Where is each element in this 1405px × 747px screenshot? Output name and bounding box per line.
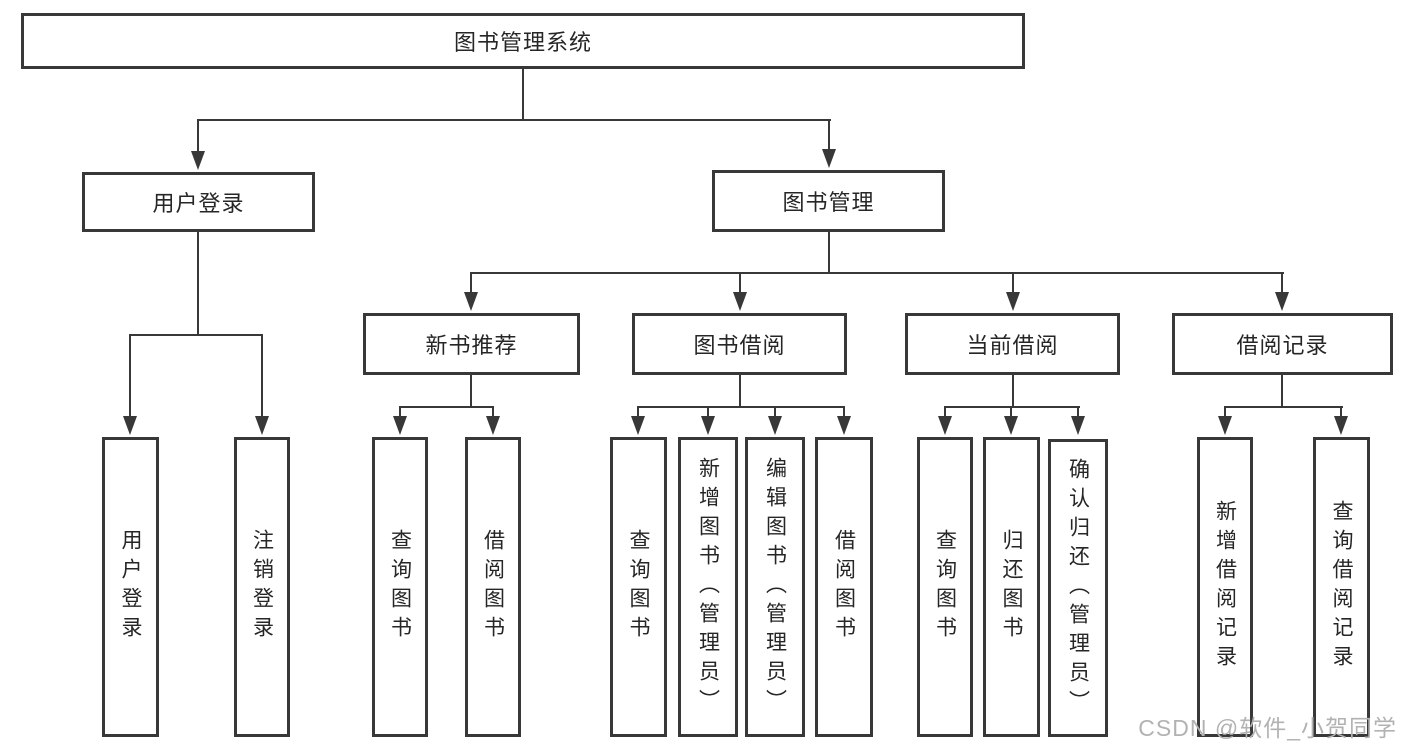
arrow-down-icon [393,416,407,435]
node-library-management-system: 图书管理系统 [21,13,1025,69]
arrow-down-icon [255,416,269,435]
connector-line [637,406,639,418]
node-user-login-group: 用户登录 [82,172,315,232]
connector-line [399,406,494,408]
node-book-borrow: 图书借阅 [632,313,847,375]
node-label: 图书借阅 [693,333,786,358]
connector-line [197,232,199,336]
node-label: 查询图书 [627,529,650,645]
node-current-query-book: 查询图书 [917,437,973,737]
connector-line [739,272,741,296]
connector-line [944,406,946,418]
arrow-down-icon [486,416,500,435]
node-current-borrow: 当前借阅 [905,313,1120,375]
node-label: 归还图书 [1000,529,1023,645]
arrow-down-icon [701,416,715,435]
node-label: 查询图书 [933,529,957,645]
node-label: 新书推荐 [425,333,518,358]
node-user-login: 用户登录 [102,437,159,737]
node-label: 借阅图书 [481,529,505,645]
connector-line [399,406,401,418]
node-recommend-borrow-book: 借阅图书 [465,437,521,737]
connector-line [843,406,845,418]
csdn-watermark: CSDN @软件_小贺同学 [1138,715,1397,741]
arrow-down-icon [191,151,205,170]
connector-line [739,375,741,408]
connector-line [470,272,1284,274]
connector-line [1077,406,1079,418]
connector-line [1281,375,1283,408]
connector-line [1224,406,1226,418]
arrow-down-icon [1218,416,1232,435]
node-add-borrow-record: 新增借阅记录 [1197,437,1253,737]
node-confirm-return-admin: 确认归还（管理员） [1048,439,1108,737]
node-borrow-book: 借阅图书 [815,437,873,737]
connector-line [1012,375,1014,408]
node-label: 图书管理系统 [453,30,592,55]
node-return-book: 归还图书 [983,437,1040,737]
connector-line [1012,272,1014,296]
arrow-down-icon [1004,416,1018,435]
arrow-down-icon [822,149,836,168]
node-label: 图书管理 [782,190,875,215]
connector-line [1010,406,1012,418]
connector-line [470,375,472,408]
node-recommend-query-book: 查询图书 [372,437,428,737]
connector-line [1340,406,1342,418]
connector-line [828,232,830,274]
arrow-down-icon [1275,292,1289,311]
node-label: 确认归还（管理员） [1066,457,1090,719]
arrow-down-icon [464,292,478,311]
arrow-down-icon [768,416,782,435]
node-borrow-record: 借阅记录 [1172,313,1393,375]
arrow-down-icon [631,416,645,435]
connector-line [492,406,494,418]
connector-line [774,406,776,418]
arrow-down-icon [837,416,851,435]
connector-line [637,406,845,408]
node-label: 用户登录 [119,529,142,645]
node-label: 借阅记录 [1236,333,1329,358]
node-label: 用户登录 [152,191,245,216]
connector-line [1281,272,1283,296]
node-book-management: 图书管理 [712,170,945,232]
connector-line [828,119,830,157]
node-add-book-admin: 新增图书（管理员） [678,437,738,737]
node-query-borrow-record: 查询借阅记录 [1313,437,1370,737]
connector-line [129,334,131,418]
node-label: 借阅图书 [832,529,856,645]
node-edit-book-admin: 编辑图书（管理员） [745,437,805,737]
connector-line [707,406,709,418]
arrow-down-icon [733,292,747,311]
connector-line [197,119,199,159]
node-label: 新增借阅记录 [1213,500,1237,674]
connector-line [944,406,1080,408]
node-borrow-query-book: 查询图书 [610,437,667,737]
connector-line [197,119,831,121]
connector-line [522,68,524,121]
connector-line [261,334,263,418]
arrow-down-icon [938,416,952,435]
arrow-down-icon [123,416,137,435]
node-label: 注销登录 [250,529,274,645]
arrow-down-icon [1006,292,1020,311]
arrow-down-icon [1334,416,1348,435]
node-label: 查询借阅记录 [1330,500,1353,674]
node-new-book-recommend: 新书推荐 [363,313,580,375]
node-label: 查询图书 [388,529,412,645]
node-logout: 注销登录 [234,437,290,737]
node-label: 编辑图书（管理员） [763,456,787,718]
connector-line [470,272,472,296]
arrow-down-icon [1071,416,1085,435]
node-label: 当前借阅 [966,333,1059,358]
connector-line [1224,406,1343,408]
node-label: 新增图书（管理员） [696,456,720,718]
connector-line [129,334,263,336]
